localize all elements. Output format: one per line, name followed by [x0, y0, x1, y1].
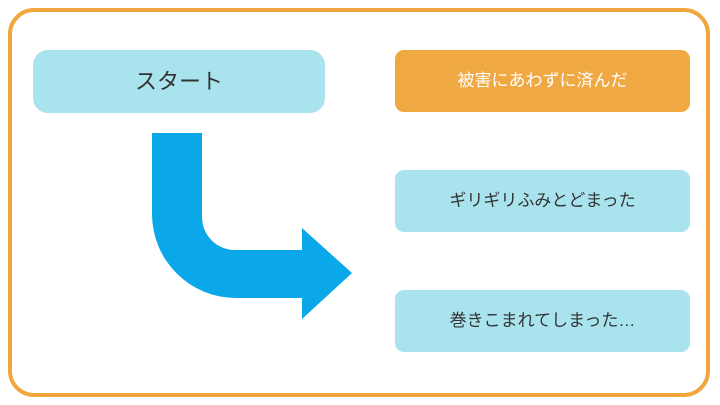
outcome-option-barely-held-on[interactable]: ギリギリふみとどまった — [395, 170, 690, 232]
outer-frame — [8, 8, 710, 397]
start-box: スタート — [33, 50, 325, 113]
outcome-option-got-involved[interactable]: 巻きこまれてしまった… — [395, 290, 690, 352]
outcome-option-no-damage[interactable]: 被害にあわずに済んだ — [395, 50, 690, 112]
